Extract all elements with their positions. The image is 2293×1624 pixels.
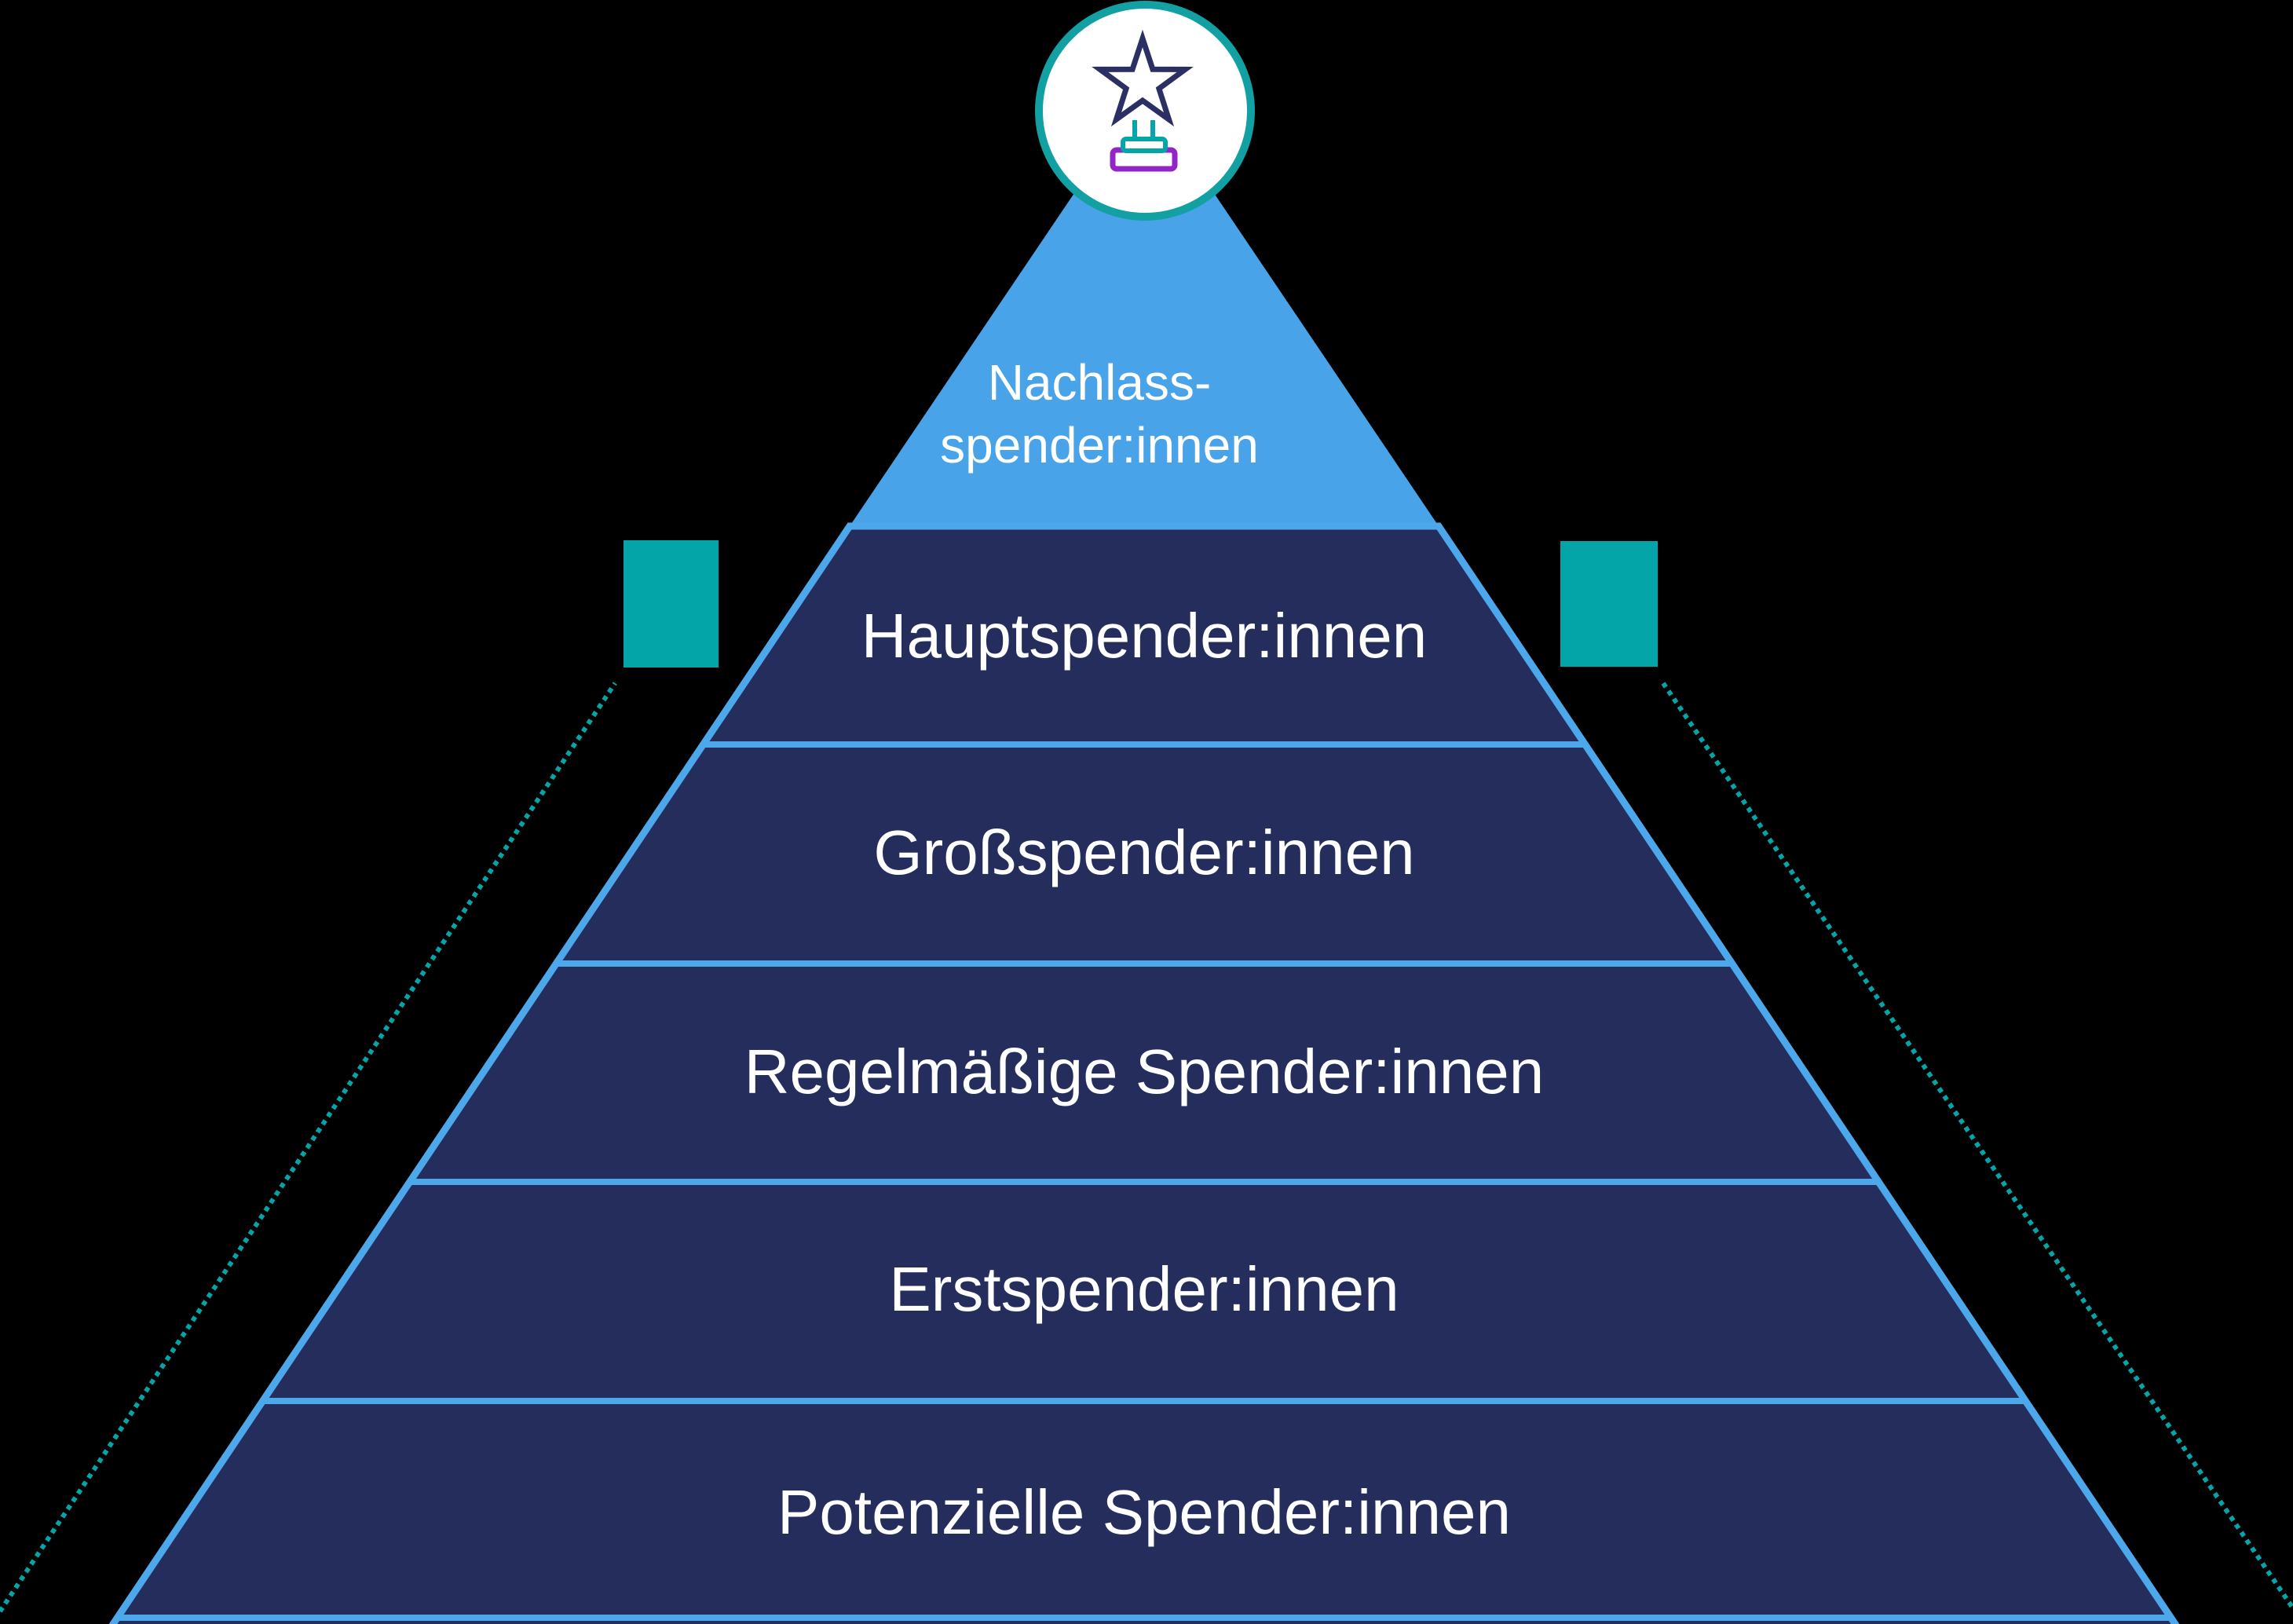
pyramid-level-4-label: Regelmäßige Spender:innen: [744, 1037, 1545, 1106]
star-outline: [1092, 29, 1194, 127]
pyramid-level-2-label: Hauptspender:innen: [861, 601, 1428, 671]
pyramid-level-6-label: Potenzielle Spender:innen: [777, 1477, 1512, 1547]
pyramid-level-1-shape: [850, 90, 1439, 526]
trophy-star-icon: [1092, 29, 1194, 172]
teal-accent-square-left: [624, 540, 719, 668]
pyramid-level-1-label-line2: spender:innen: [940, 417, 1259, 474]
pyramid-level-3-label: Großspender:innen: [873, 817, 1415, 887]
pyramid-level-1-label: Nachlass- spender:innen: [940, 351, 1259, 477]
trophy-tier: [1121, 137, 1168, 153]
pyramid-level-1-label-line1: Nachlass-: [987, 354, 1212, 411]
pyramid-level-5-label: Erstspender:innen: [889, 1254, 1399, 1324]
teal-accent-square-right: [1560, 541, 1658, 667]
pyramid-body-shape: [108, 522, 2180, 1624]
